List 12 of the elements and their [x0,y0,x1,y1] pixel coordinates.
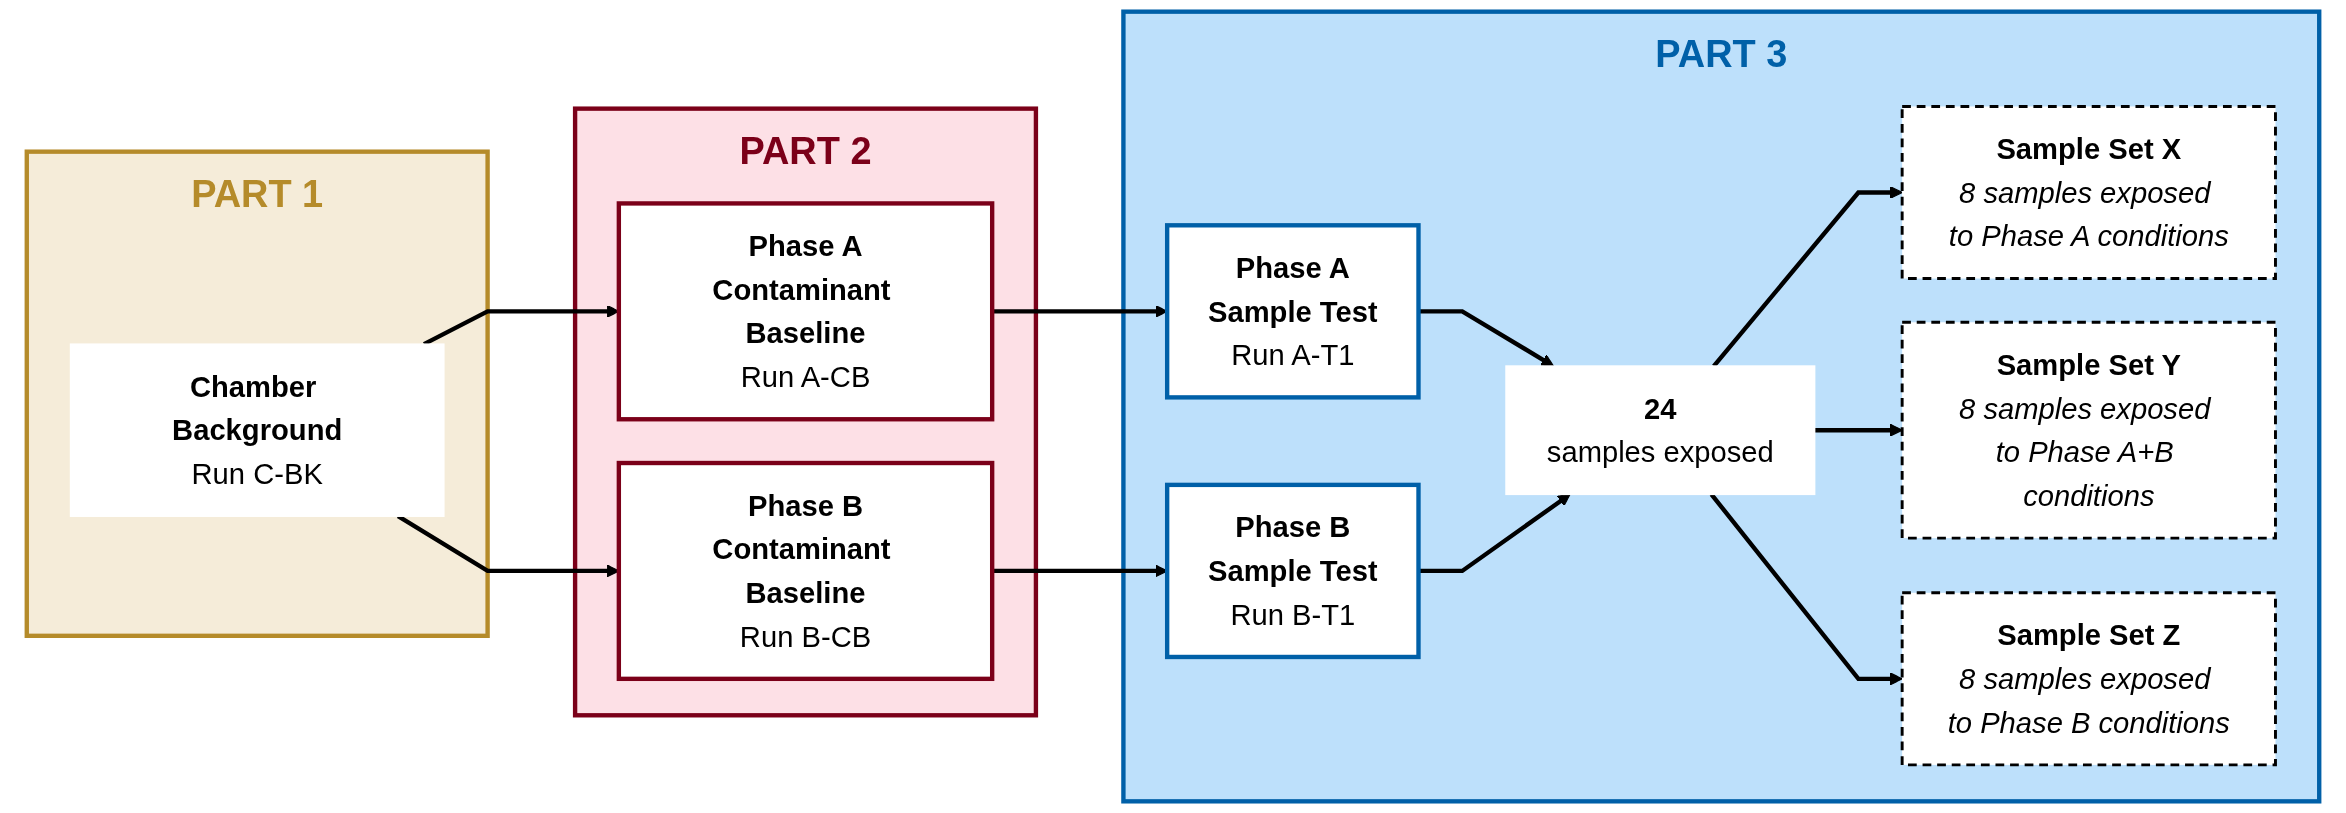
node-box: Phase B Sample Test Run B-T1 [1165,482,1421,660]
node-box: 24 samples exposed [1505,365,1816,496]
node-box: Chamber Background Run C-BK [69,343,445,517]
arrow [1709,493,1903,686]
node-box: Sample Set X 8 samples exposed to Phase A conditions [1900,105,2277,280]
arrow [1712,186,1903,368]
node-box: Phase B Contaminant Baseline Run B-CB [616,460,995,682]
arrow [1814,423,1903,437]
node-box: Sample Set Z 8 samples exposed to Phase B conditions [1900,591,2277,767]
node-box: Phase A Sample Test Run A-T1 [1165,223,1421,400]
node-box: Phase A Contaminant Baseline Run A-CB [616,201,995,422]
node-box: Sample Set Y 8 samples exposed to Phase A+B conditions [1900,320,2277,540]
